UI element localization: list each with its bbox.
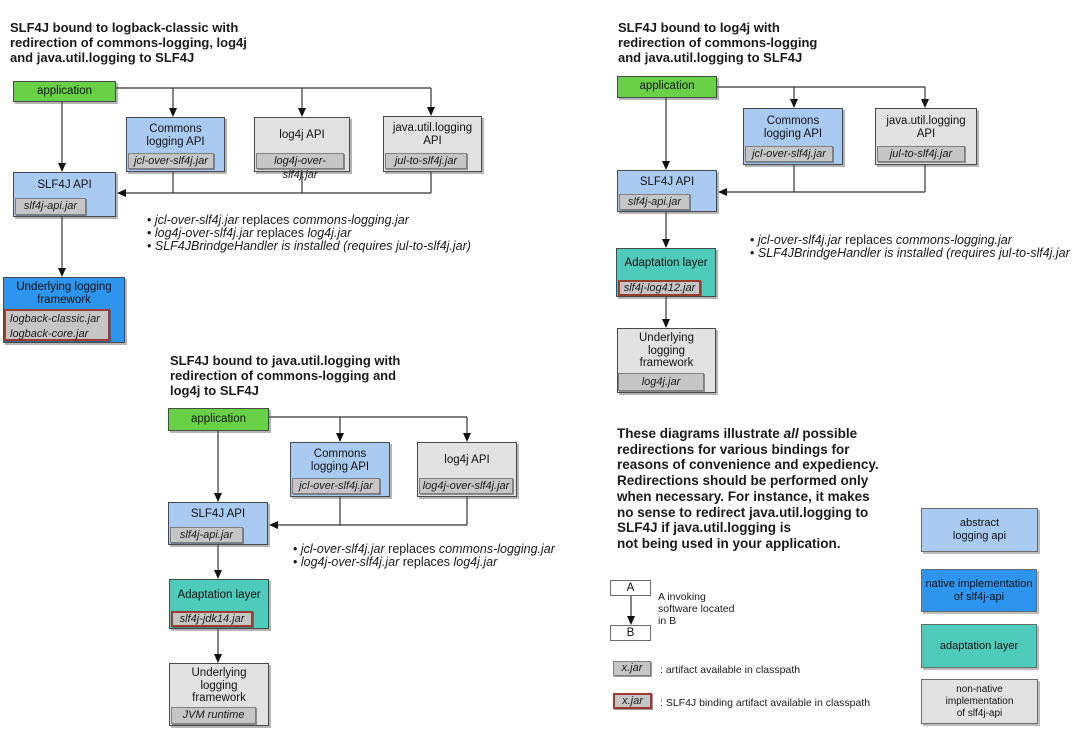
box-label: application: [37, 85, 92, 97]
note-line: • jcl-over-slf4j.jar replaces commons-lo…: [750, 233, 1012, 247]
legend-xjar-binding: x.jar: [613, 693, 652, 709]
diagram3-title: SLF4J bound to java.util.logging with re…: [170, 353, 401, 398]
legend-box-a: A: [610, 580, 651, 596]
d1-jul-api-box: java.util.logging API jul-to-slf4j.jar: [383, 116, 482, 172]
jar-label: log4j-over-slf4j.jar: [419, 478, 513, 494]
d2-notes: • jcl-over-slf4j.jar replaces commons-lo…: [750, 234, 1070, 260]
d1-application-box: application: [13, 81, 116, 102]
box-label: Underlying logging framework: [191, 667, 247, 704]
note-emphasis: all: [783, 426, 799, 441]
note-line: • jcl-over-slf4j.jar replaces commons-lo…: [147, 213, 409, 227]
box-label: Adaptation layer: [624, 257, 708, 269]
d1-log4j-api-box: log4j API log4j-over-slf4j.jar: [254, 117, 350, 181]
note-line: • SLF4JBrindgeHandler is installed (requ…: [750, 246, 1070, 260]
legend-xjar-plain: x.jar: [613, 661, 651, 676]
box-label: application: [191, 413, 246, 425]
box-label: Commons logging API: [763, 115, 823, 140]
box-label: SLF4J API: [37, 179, 92, 191]
d3-commons-logging-api-box: Commons logging API jcl-over-slf4j.jar: [290, 442, 390, 497]
d1-notes: • jcl-over-slf4j.jar replaces commons-lo…: [147, 214, 471, 253]
jar-label: jul-to-slf4j.jar: [385, 153, 467, 169]
legend-abstract-logging-api: abstract logging api: [921, 508, 1038, 552]
diagram1-title: SLF4J bound to logback-classic with redi…: [10, 20, 247, 65]
binding-jar-label: slf4j-log412.jar: [618, 280, 701, 296]
note-line: • log4j-over-slf4j.jar replaces log4j.ja…: [293, 555, 498, 569]
jar-label: log4j-over-slf4j.jar: [256, 153, 344, 181]
legend-artifact-caption: : artifact available in classpath: [660, 664, 801, 676]
box-label: java.util.logging API: [886, 115, 966, 140]
box-label: Commons logging API: [146, 123, 205, 148]
note-line: • log4j-over-slf4j.jar replaces log4j.ja…: [147, 226, 352, 240]
jar-label: slf4j-api.jar: [15, 198, 86, 215]
d3-adaptation-layer-box: Adaptation layer slf4j-jdk14.jar: [169, 579, 269, 629]
explanation-paragraph: These diagrams illustrate all possible r…: [617, 426, 917, 552]
d3-notes: • jcl-over-slf4j.jar replaces commons-lo…: [293, 543, 555, 569]
legend-ab-caption: A invoking software located in B: [658, 591, 735, 627]
diagram2-title: SLF4J bound to log4j with redirection of…: [618, 20, 818, 65]
d1-commons-logging-api-box: Commons logging API jcl-over-slf4j.jar: [126, 117, 225, 172]
note-line: • jcl-over-slf4j.jar replaces commons-lo…: [293, 542, 555, 556]
d1-slf4j-api-box: SLF4J API slf4j-api.jar: [13, 172, 116, 217]
d2-slf4j-api-box: SLF4J API slf4j-api.jar: [617, 170, 717, 212]
box-label: SLF4J API: [190, 508, 246, 520]
binding-jar-label: logback-classic.jar logback-core.jar: [4, 309, 110, 341]
legend-box-b: B: [610, 625, 651, 641]
box-label: log4j API: [279, 129, 325, 141]
jar-label: jul-to-slf4j.jar: [877, 146, 965, 162]
d1-underlying-framework-box: Underlying logging framework logback-cla…: [3, 277, 125, 343]
jar-label: jcl-over-slf4j.jar: [292, 478, 380, 494]
box-label: Adaptation layer: [177, 589, 261, 601]
jar-label: slf4j-api.jar: [170, 527, 243, 543]
d3-slf4j-api-box: SLF4J API slf4j-api.jar: [168, 502, 268, 545]
box-label: Underlying logging framework: [16, 281, 112, 306]
legend-native-implementation: native implementation of slf4j-api: [921, 569, 1037, 612]
jar-label: log4j.jar: [618, 373, 704, 391]
box-label: java.util.logging API: [392, 122, 473, 147]
note-line: • SLF4JBrindgeHandler is installed (requ…: [147, 239, 471, 253]
jar-label: jcl-over-slf4j.jar: [128, 153, 214, 169]
jar-label: slf4j-api.jar: [619, 194, 690, 210]
d3-application-box: application: [168, 408, 269, 431]
box-label: SLF4J API: [639, 176, 695, 188]
jar-label: jcl-over-slf4j.jar: [745, 146, 833, 162]
d2-jul-api-box: java.util.logging API jul-to-slf4j.jar: [875, 108, 977, 165]
note-text: These diagrams illustrate: [617, 426, 784, 441]
legend-adaptation-layer: adaptation layer: [921, 624, 1037, 668]
legend-non-native-implementation: non-native implementation of slf4j-api: [921, 679, 1038, 724]
d2-adaptation-layer-box: Adaptation layer slf4j-log412.jar: [616, 248, 716, 297]
d2-underlying-framework-box: Underlying logging framework log4j.jar: [617, 328, 716, 393]
note-text: possible redirections for various bindin…: [617, 426, 879, 551]
box-label: application: [639, 80, 695, 92]
box-label: Underlying logging framework: [639, 332, 694, 369]
d3-log4j-api-box: log4j API log4j-over-slf4j.jar: [417, 442, 517, 497]
jar-label: JVM runtime: [171, 707, 256, 724]
box-label: log4j API: [444, 454, 490, 466]
d2-application-box: application: [617, 76, 717, 98]
d3-underlying-framework-box: Underlying logging framework JVM runtime: [169, 663, 269, 726]
legend-binding-caption: : SLF4J binding artifact available in cl…: [660, 697, 871, 709]
binding-jar-label: slf4j-jdk14.jar: [171, 611, 253, 627]
d2-commons-logging-api-box: Commons logging API jcl-over-slf4j.jar: [743, 108, 843, 165]
box-label: Commons logging API: [310, 448, 370, 473]
